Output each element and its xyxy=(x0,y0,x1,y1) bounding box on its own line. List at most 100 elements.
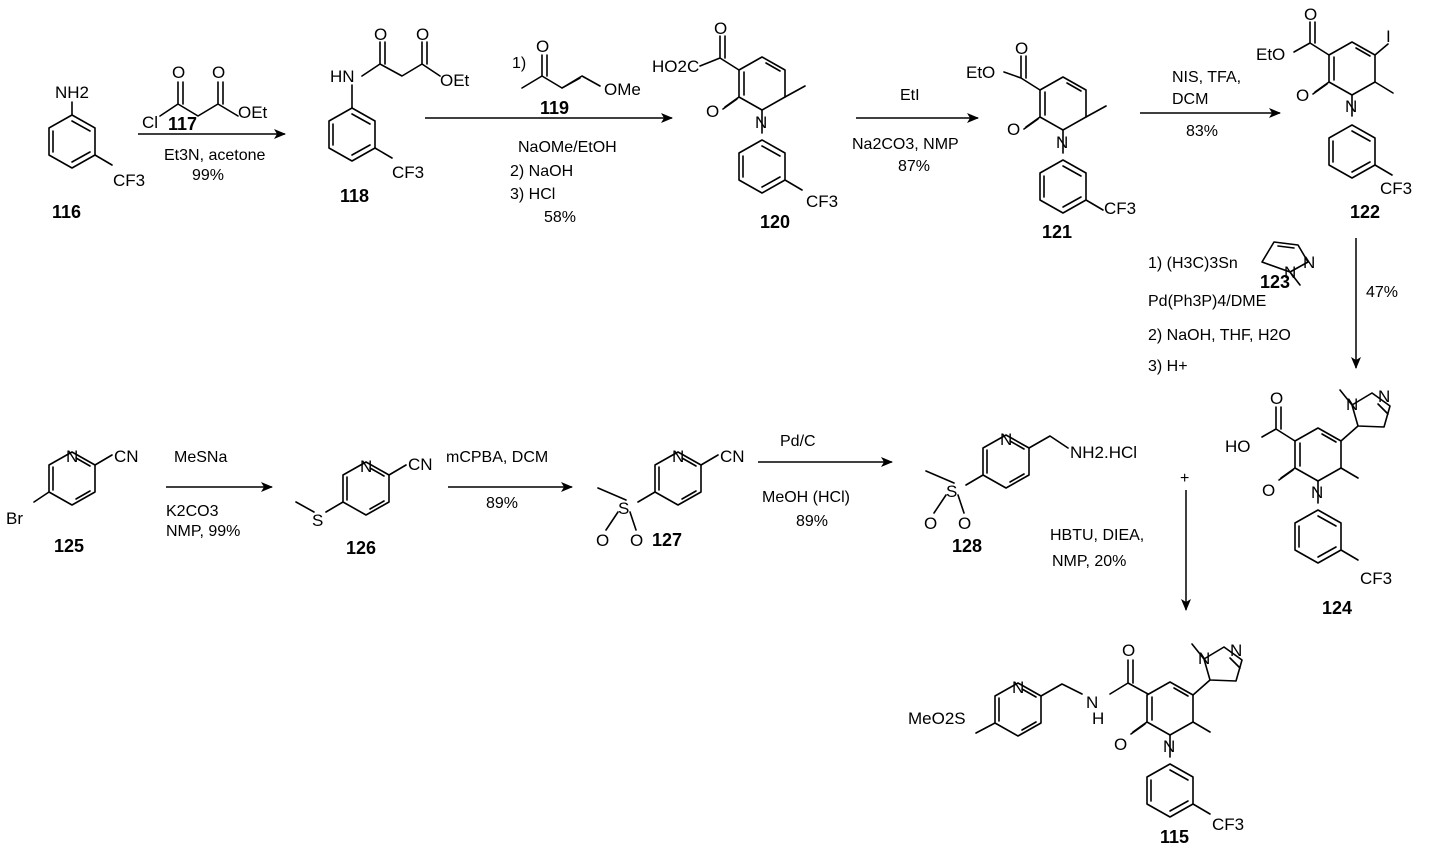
atom-o: O xyxy=(630,531,643,550)
step-6-base: K2CO3 xyxy=(166,503,219,520)
atom-br: Br xyxy=(6,509,23,528)
atom-eto: EtO xyxy=(966,63,995,82)
compound-id-120: 120 xyxy=(760,212,790,232)
step-8-solvent: MeOH (HCl) xyxy=(762,489,850,506)
plus-sign: + xyxy=(1180,470,1189,487)
atom-ho2c: HO2C xyxy=(652,57,699,76)
compound-id-127: 127 xyxy=(652,530,682,550)
compound-id-121: 121 xyxy=(1042,222,1072,242)
step-3-conditions: Na2CO3, NMP xyxy=(852,136,959,153)
atom-o: O xyxy=(714,19,727,38)
step-5-yield: 47% xyxy=(1366,284,1398,301)
compound-id-126: 126 xyxy=(346,538,376,558)
atom-n: N xyxy=(1012,678,1024,697)
compound-128-structure: N NH2.HCl S O O 128 xyxy=(924,430,1137,556)
atom-n: N xyxy=(672,447,684,466)
atom-o: O xyxy=(1296,86,1309,105)
atom-cf3: CF3 xyxy=(1104,199,1136,218)
compound-117-structure: Cl O O OEt 117 xyxy=(142,63,268,134)
atom-nh2: NH2 xyxy=(55,83,89,102)
atom-s: S xyxy=(312,511,323,530)
atom-o: O xyxy=(416,25,429,44)
step-2-hydrolysis: 2) NaOH xyxy=(510,163,573,180)
atom-o: O xyxy=(1304,5,1317,24)
atom-o: O xyxy=(536,37,549,56)
compound-id-118: 118 xyxy=(340,186,369,206)
compound-id-128: 128 xyxy=(952,536,982,556)
compound-116-structure: NH2 CF3 116 xyxy=(48,83,145,222)
step-7-reagent: mCPBA, DCM xyxy=(446,449,548,466)
step-2-base: NaOMe/EtOH xyxy=(518,139,617,156)
step-9-reagents: HBTU, DIEA, xyxy=(1050,527,1144,544)
compound-id-117: 117 xyxy=(168,114,197,134)
compound-id-123: 123 xyxy=(1260,272,1290,292)
atom-cf3: CF3 xyxy=(392,163,424,182)
step-4-solvent: DCM xyxy=(1172,91,1208,108)
compound-118-structure: HN O O OEt CF3 118 xyxy=(328,25,470,206)
atom-o: O xyxy=(1122,641,1135,660)
atom-cn: CN xyxy=(408,455,433,474)
atom-o: O xyxy=(374,25,387,44)
step-5-acid: 3) H+ xyxy=(1148,358,1188,375)
atom-o: O xyxy=(1114,735,1127,754)
atom-cf3: CF3 xyxy=(1360,569,1392,588)
atom-ho: HO xyxy=(1225,437,1251,456)
compound-119-structure: 1) O OMe 119 xyxy=(512,37,641,118)
atom-n: N xyxy=(1230,641,1242,660)
step-8-catalyst: Pd/C xyxy=(780,433,816,450)
atom-n: N xyxy=(1303,253,1315,272)
atom-hn: HN xyxy=(330,67,355,86)
atom-cn: CN xyxy=(114,447,139,466)
compound-120-structure: HO2C O O N CF3 120 xyxy=(652,19,838,232)
step-8-yield: 89% xyxy=(796,513,828,530)
atom-h: H xyxy=(1092,709,1104,728)
compound-126-structure: N CN S 126 xyxy=(295,455,433,558)
atom-s: S xyxy=(618,499,629,518)
step-9-solvent-yield: NMP, 20% xyxy=(1052,553,1126,570)
compound-id-115: 115 xyxy=(1160,827,1189,847)
atom-n: N xyxy=(1198,649,1210,668)
atom-o: O xyxy=(924,514,937,533)
atom-n: N xyxy=(360,457,372,476)
atom-n: N xyxy=(1311,483,1323,502)
compound-id-125: 125 xyxy=(54,536,84,556)
atom-cf3: CF3 xyxy=(806,192,838,211)
atom-cf3: CF3 xyxy=(1212,815,1244,834)
compound-id-119: 119 xyxy=(540,98,569,118)
compound-127-structure: N CN S O O 127 xyxy=(596,447,745,550)
step-7-yield: 89% xyxy=(486,495,518,512)
compound-id-122: 122 xyxy=(1350,202,1380,222)
step-5-catalyst: Pd(Ph3P)4/DME xyxy=(1148,293,1266,310)
atom-o: O xyxy=(1015,39,1028,58)
atom-n: N xyxy=(1000,430,1012,449)
atom-i: I xyxy=(1386,27,1391,46)
atom-n: N xyxy=(1378,387,1390,406)
atom-n: N xyxy=(66,447,78,466)
atom-n: N xyxy=(755,113,767,132)
atom-o: O xyxy=(706,102,719,121)
compound-id-124: 124 xyxy=(1322,598,1352,618)
atom-oet: OEt xyxy=(238,103,268,122)
compound-123-structure: N N 123 xyxy=(1260,241,1315,292)
atom-o: O xyxy=(1270,389,1283,408)
atom-cf3: CF3 xyxy=(1380,179,1412,198)
step-3-yield: 87% xyxy=(898,158,930,175)
compound-115-structure: N N H O O N N N MeO2S CF3 115 xyxy=(908,641,1244,847)
atom-cf3: CF3 xyxy=(113,171,145,190)
atom-n: N xyxy=(1056,133,1068,152)
atom-o: O xyxy=(958,514,971,533)
atom-ome: OMe xyxy=(604,80,641,99)
atom-n: N xyxy=(1284,263,1296,282)
atom-oet: OEt xyxy=(440,71,470,90)
step-6-solvent-yield: NMP, 99% xyxy=(166,523,240,540)
step-3-reagent: EtI xyxy=(900,87,920,104)
step-4-reagents: NIS, TFA, xyxy=(1172,69,1241,86)
compound-124-structure: HO O O N N N CF3 124 xyxy=(1225,387,1392,618)
atom-n: N xyxy=(1086,693,1098,712)
atom-n: N xyxy=(1345,97,1357,116)
atom-o: O xyxy=(172,63,185,82)
atom-n: N xyxy=(1163,737,1175,756)
atom-o: O xyxy=(1007,120,1020,139)
step-2-index: 1) xyxy=(512,55,526,72)
